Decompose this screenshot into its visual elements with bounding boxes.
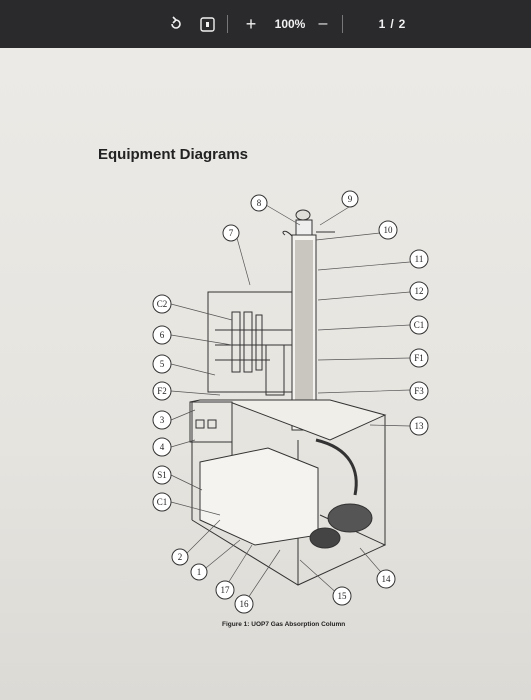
callout-label: C1: [414, 320, 425, 330]
flowmeter: [255, 314, 263, 371]
callout-label: 17: [221, 585, 231, 595]
piping: [215, 329, 292, 361]
callout-circle: [152, 325, 172, 345]
callout-circles: 8 9 7 10 11 12 C2 6 C1 5 F1 F2 F3 3 13 4…: [152, 190, 429, 614]
equipment-diagram: 8 9 7 10 11 12 C2 6 C1 5 F1 F2 F3 3 13 4…: [152, 190, 429, 614]
column-top-cap: [295, 209, 311, 221]
page-total: 2: [398, 17, 406, 31]
callout-label: 5: [160, 359, 165, 369]
callout-circle: [409, 416, 429, 436]
rotate-icon[interactable]: [164, 0, 188, 48]
callout-label: 16: [240, 599, 250, 609]
column-packing: [295, 240, 313, 425]
callout-circle: [409, 281, 429, 301]
callout-circle: [376, 569, 396, 589]
zoom-out-button[interactable]: –: [318, 15, 328, 32]
control-box: [189, 401, 233, 443]
pump-motor: [327, 503, 373, 533]
callout-circle: [378, 220, 398, 240]
callout-label: 10: [384, 225, 394, 235]
callout-circle: [222, 224, 240, 242]
callout-label: S1: [157, 470, 167, 480]
switch: [195, 419, 205, 429]
callout-label: F2: [157, 386, 167, 396]
callout-circle: [409, 315, 429, 335]
callout-label: 2: [178, 552, 183, 562]
pump-body: [309, 527, 341, 549]
callout-circle: [171, 548, 189, 566]
callout-label: 4: [160, 442, 165, 452]
callout-circle: [152, 381, 172, 401]
gas-column-section: [265, 344, 285, 396]
page-title: Equipment Diagrams: [98, 146, 249, 163]
callout-label: F1: [414, 353, 424, 363]
callout-circle: [152, 492, 172, 512]
toolbar-divider: [341, 15, 343, 33]
callout-label: 9: [348, 194, 353, 204]
callout-label: 1: [197, 567, 202, 577]
callout-label: C2: [157, 299, 168, 309]
page-indicator[interactable]: 1 / 2: [362, 0, 422, 48]
callout-circle: [409, 381, 429, 401]
switch: [207, 419, 217, 429]
callout-label: 6: [160, 330, 165, 340]
callout-label: 7: [229, 228, 234, 238]
callout-circle: [152, 437, 172, 457]
page-current: 1: [378, 17, 386, 31]
callout-circle: [152, 410, 172, 430]
zoom-level[interactable]: 100%: [274, 17, 306, 31]
inlet-pipe: [282, 230, 293, 237]
callout-circle: [250, 194, 268, 212]
callout-circle: [409, 249, 429, 269]
callout-label: 14: [382, 574, 392, 584]
callout-circle: [152, 465, 172, 485]
callout-label: 12: [415, 286, 424, 296]
callout-label: C1: [157, 497, 168, 507]
pdf-toolbar: + 100% – 1 / 2: [0, 0, 531, 48]
liquid-tank: [199, 447, 319, 546]
callout-circle: [332, 586, 352, 606]
zoom-in-button[interactable]: +: [245, 13, 257, 34]
callout-circle: [190, 563, 208, 581]
column-head: [295, 219, 313, 236]
callout-label: 3: [160, 415, 165, 425]
flowmeter: [243, 311, 253, 373]
callout-circle: [409, 348, 429, 368]
toolbar-divider: [226, 15, 228, 33]
callout-circle: [215, 580, 235, 600]
flowmeter: [231, 311, 241, 373]
callout-label: F3: [414, 386, 424, 396]
callout-label: 11: [415, 254, 424, 264]
callout-circle: [152, 294, 172, 314]
figure-caption: Figure 1: UOP7 Gas Absorption Column: [222, 621, 346, 628]
callout-label: 13: [415, 421, 425, 431]
callout-circle: [341, 190, 359, 208]
callout-circle: [234, 594, 254, 614]
callout-label: 8: [257, 198, 262, 208]
page-separator: /: [390, 17, 394, 31]
leader-lines: [170, 204, 411, 605]
return-pipe: [315, 438, 358, 496]
fit-page-icon[interactable]: [196, 0, 218, 48]
callout-circle: [152, 354, 172, 374]
callout-label: 15: [338, 591, 348, 601]
